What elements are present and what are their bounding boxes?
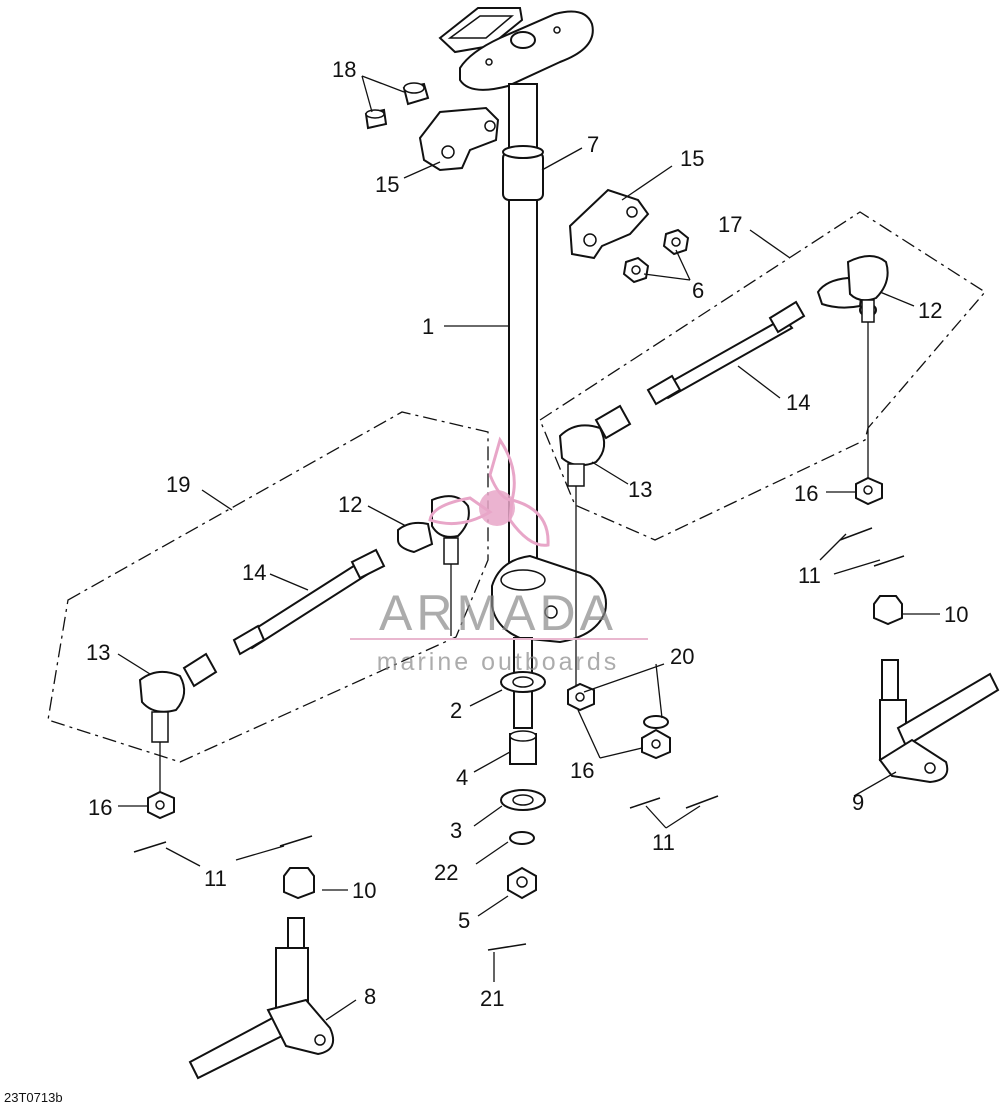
callout-7: 7 [587,132,599,157]
callout-13-right: 13 [628,477,652,502]
callout-16-right: 16 [794,481,818,506]
callout-1: 1 [422,314,434,339]
column-lower-hardware [487,671,546,951]
spindle-left [188,917,334,1080]
leader-lines [117,75,940,1021]
callout-12-right: 12 [918,298,942,323]
callout-5: 5 [458,908,470,933]
propeller-logo [428,436,550,547]
tie-rod-left [138,495,470,820]
callout-19: 19 [166,472,190,497]
callout-3: 3 [450,818,462,843]
callout-17: 17 [718,212,742,237]
callout-18: 18 [332,57,356,82]
castle-nuts [283,595,903,900]
callout-16-center: 16 [570,758,594,783]
callout-4: 4 [456,765,468,790]
assembly-outline-17 [539,211,986,541]
callout-22: 22 [434,860,458,885]
callout-15-left: 15 [375,172,399,197]
watermark: ARMADA marine outboards [350,436,648,676]
upper-clamp-left [418,106,500,172]
callout-10-right: 10 [944,602,968,627]
bushings-18 [364,82,430,130]
drawing-code: 23T0713b [4,1090,63,1105]
callout-6: 6 [692,278,704,303]
callout-2: 2 [450,698,462,723]
callout-15-right: 15 [680,146,704,171]
watermark-brand: ARMADA [379,585,617,641]
callout-9: 9 [852,790,864,815]
callout-11-left: 11 [204,866,227,891]
watermark-tagline: marine outboards [377,648,620,676]
callout-13-left: 13 [86,640,110,665]
callout-11-center: 11 [652,830,675,855]
callout-8: 8 [364,984,376,1009]
steering-column [438,7,607,729]
callouts: 18 15 7 15 17 6 12 1 14 13 16 19 12 14 1… [86,57,968,1011]
spindle-right [878,659,1000,784]
callout-21: 21 [480,986,504,1011]
callout-14-left: 14 [242,560,266,585]
tie-rod-right [558,255,889,688]
callout-20: 20 [670,644,694,669]
cotter-pins [133,527,905,853]
callout-16-left: 16 [88,795,112,820]
callout-11-right: 11 [798,563,821,588]
callout-10-left: 10 [352,878,376,903]
assembly-outline-19 [47,411,489,763]
clamp-nuts-6 [622,228,690,284]
upper-clamp-right [568,188,650,260]
callout-12-left: 12 [338,492,362,517]
callout-14-right: 14 [786,390,810,415]
